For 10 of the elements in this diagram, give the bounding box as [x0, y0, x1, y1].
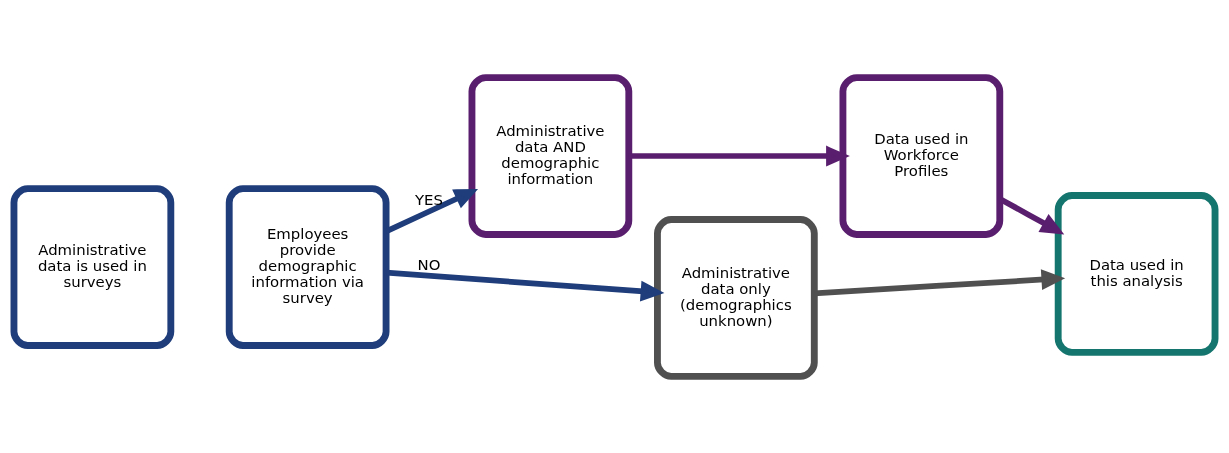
node-box: Data used in Workforce Profiles	[839, 73, 1004, 238]
node-box: Administrative data AND demographic information	[468, 73, 633, 238]
node-box: Data used in this analysis	[1054, 191, 1219, 356]
node-box: Administrative data is used in surveys	[10, 184, 175, 349]
arrow	[814, 268, 1066, 296]
edge-label: YES	[415, 190, 443, 209]
node-box: Employees provide demographic information via survey	[225, 184, 390, 349]
arrow	[386, 269, 665, 302]
node-box: Administrative data only (demographics unknown)	[654, 215, 818, 380]
edge-label: NO	[417, 255, 441, 274]
